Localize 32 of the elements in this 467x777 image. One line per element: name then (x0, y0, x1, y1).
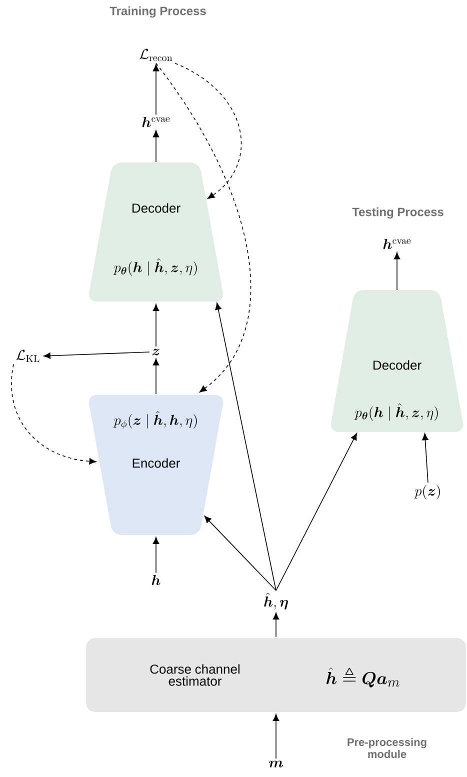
arrow (272, 612, 280, 638)
arrow (152, 64, 160, 116)
arrow (215, 302, 276, 591)
arrow (152, 358, 160, 394)
input-symbol: $\hat{\boldsymbol{h}}, \boldsymbol{\eta}$ (264, 592, 288, 610)
output-symbol: $\boldsymbol{h}^{\mathrm{cvae}}$ (383, 239, 411, 250)
arrow (152, 537, 160, 574)
arrow (394, 252, 400, 290)
section-title: Training Process (110, 6, 206, 18)
decoder-box: Decoder $p_{\boldsymbol{\theta}}(\boldsymbol{h} \mid \hat{\boldsymbol{h}}, \boldsymbol{z}, \eta)$ (88, 162, 224, 302)
module-caption: Pre-processing module (348, 738, 426, 758)
arrow (272, 714, 280, 759)
latent-symbol: $\boldsymbol{z}$ (152, 348, 160, 356)
dashed-arrow (156, 62, 252, 392)
arrow (204, 516, 276, 591)
arrow (152, 130, 160, 162)
arrow (422, 433, 428, 483)
estimator-box: Coarse channel estimator $\hat{\boldsymbol{h}} \triangleq \boldsymbol{Q}\boldsymbol{a}_{m}$ (86, 638, 466, 712)
input-symbol: $\boldsymbol{m}$ (269, 760, 283, 768)
encoder-box: $p_{\phi}(\boldsymbol{z} \mid \hat{\boldsymbol{h}}, \boldsymbol{h}, \eta)$ Encoder (88, 395, 224, 535)
arrow (276, 433, 358, 591)
arrow (152, 304, 160, 347)
output-symbol: $\boldsymbol{h}^{\mathrm{cvae}}$ (142, 117, 170, 128)
dashed-arrow (174, 62, 242, 199)
prior-term: $p(\boldsymbol{z})$ (414, 484, 440, 500)
loss-term: $\mathcal{L}_{\mathrm{KL}}$ (16, 350, 40, 362)
dashed-arrow (11, 364, 96, 464)
section-title: Testing Process (352, 207, 444, 219)
loss-term: $\mathcal{L}_{\mathrm{recon}}$ (140, 48, 172, 62)
arrow (43, 352, 150, 359)
input-symbol: $\boldsymbol{h}$ (152, 575, 160, 586)
decoder-box: Decoder $p_{\boldsymbol{\theta}}(\boldsymbol{h} \mid \hat{\boldsymbol{h}}, \boldsymbol{z}, \eta)$ (330, 290, 464, 432)
